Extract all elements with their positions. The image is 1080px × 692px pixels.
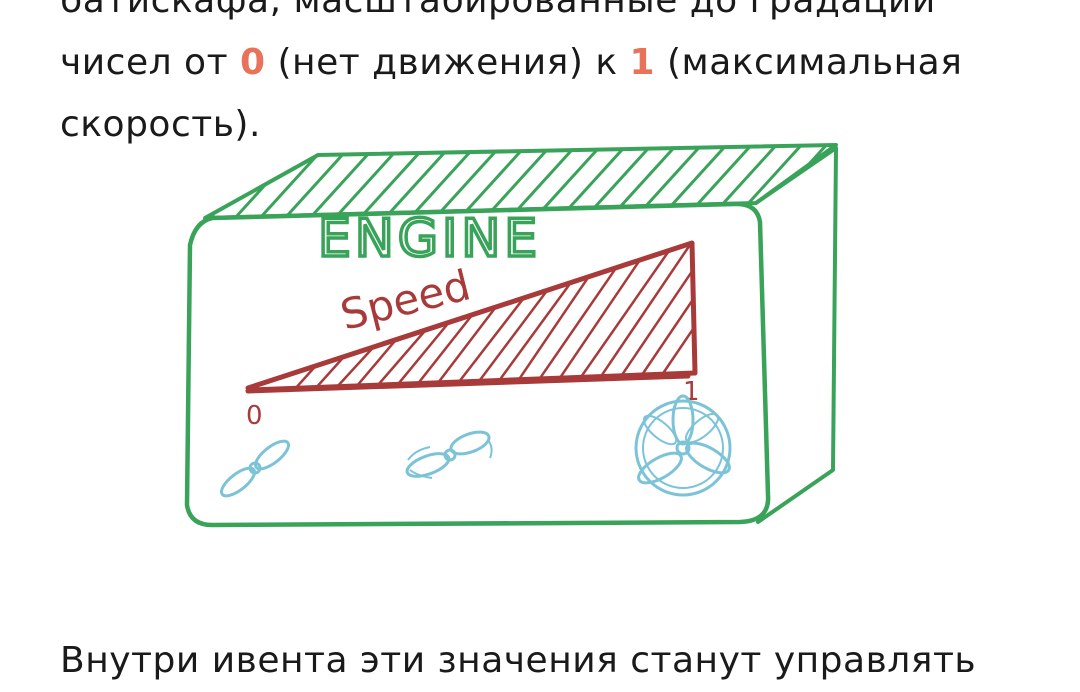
text-line-2-prefix: чисел от: [60, 42, 240, 83]
article-text-bottom: Внутри ивента эти значения станут управл…: [60, 630, 976, 692]
engine-speed-illustration: ENGINE Speed 0 1: [184, 143, 838, 528]
engine-box-side: [754, 146, 838, 524]
value-zero-highlight: 0: [240, 42, 266, 83]
value-one-highlight: 1: [629, 42, 656, 83]
scale-min-label: 0: [246, 401, 263, 431]
medium-propeller-icon: [405, 430, 493, 479]
text-line-cut-bottom: Внутри ивента эти значения станут управл…: [60, 640, 977, 681]
text-line-2: чисел от 0 (нет движения) к 1 (максималь…: [60, 32, 962, 94]
slow-propeller-icon: [219, 439, 291, 498]
text-line-2-suffix: (максимальная: [655, 42, 963, 83]
speed-label: Speed: [336, 260, 476, 339]
text-line-2-mid: (нет движения) к: [265, 42, 630, 83]
engine-box-front: [184, 201, 771, 528]
article-text-top: батискафа, масштабированные до градаций …: [60, 0, 962, 156]
text-line-cut-top: батискафа, масштабированные до градаций: [60, 0, 936, 21]
engine-label: ENGINE: [318, 209, 541, 269]
text-line-3: скорость).: [60, 104, 261, 145]
fast-propeller-icon: [634, 394, 732, 497]
